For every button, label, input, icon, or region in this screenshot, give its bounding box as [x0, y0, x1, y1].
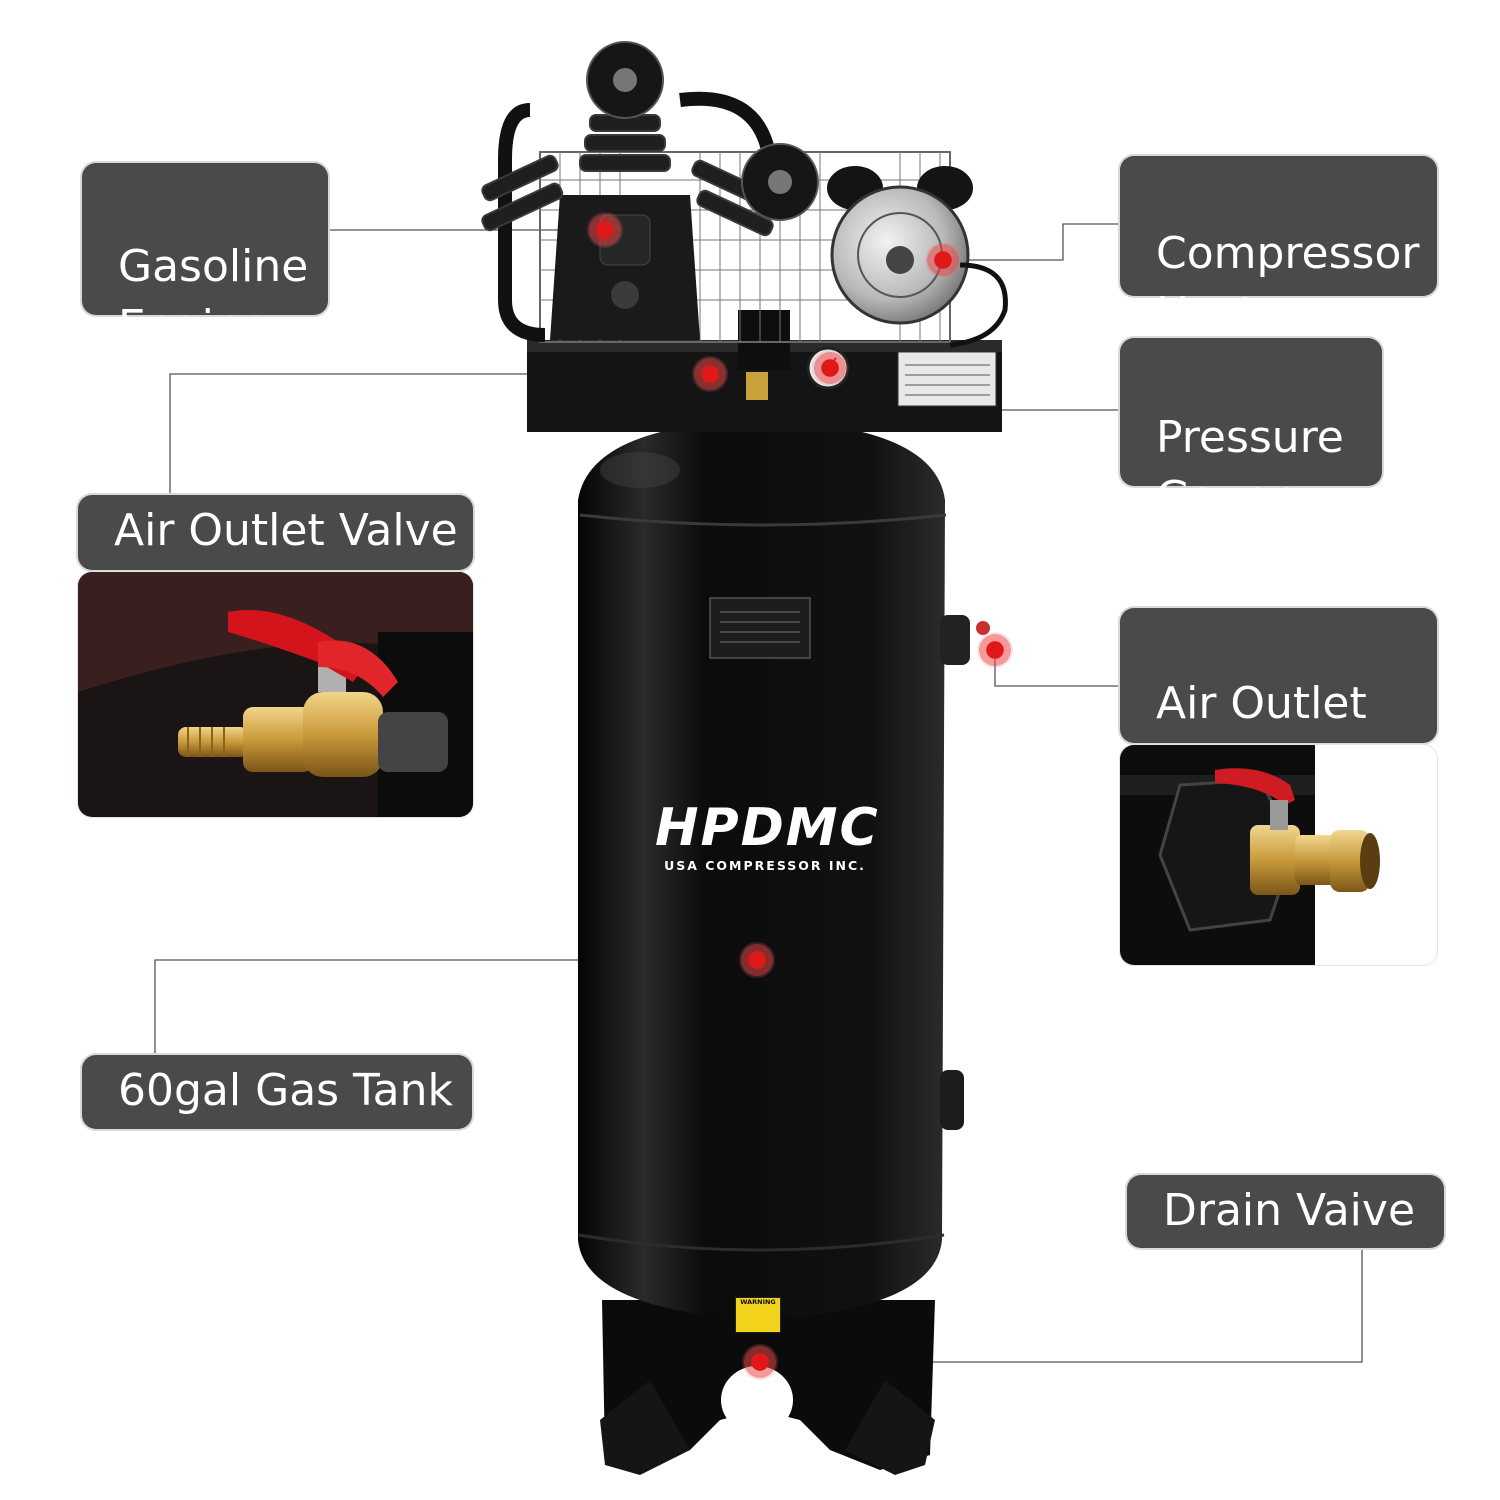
- brand-tagline: USA COMPRESSOR INC.: [664, 858, 866, 873]
- label-compressor-host: Compressor Host: [1120, 156, 1437, 339]
- detail-photo-air-outlet-valve-left: [78, 572, 473, 817]
- label-gas-tank: 60gal Gas Tank: [82, 1055, 472, 1129]
- label-pressure-gauge-text: Pressure Gauge: [1156, 412, 1344, 523]
- hotspot-compressor-host[interactable]: [925, 242, 961, 278]
- hotspot-drain-valve[interactable]: [742, 1344, 778, 1380]
- hotspot-air-outlet-valve-left[interactable]: [692, 356, 728, 392]
- warning-sticker-text: WARNING: [740, 1298, 776, 1306]
- label-air-outlet-valve-right: Air Outlet Valve: [1120, 608, 1437, 789]
- warning-sticker: WARNING: [735, 1297, 781, 1333]
- detail-photo-air-outlet-valve-right: [1120, 745, 1437, 965]
- label-gasoline-engine: Gasoline Engine: [82, 163, 328, 352]
- label-gasoline-engine-text: Gasoline Engine: [118, 241, 309, 352]
- brand-logo: HPDMC USA COMPRESSOR INC.: [655, 798, 880, 873]
- label-compressor-host-text: Compressor Host: [1156, 228, 1420, 339]
- hotspot-gasoline-engine[interactable]: [587, 212, 623, 248]
- label-air-outlet-valve-left: Air Outlet Valve: [78, 495, 473, 570]
- label-drain-valve: Drain Vaive: [1127, 1175, 1444, 1248]
- label-air-outlet-valve-left-text: Air Outlet Valve: [114, 505, 458, 556]
- label-pressure-gauge: Pressure Gauge: [1120, 338, 1382, 523]
- hotspot-gas-tank[interactable]: [739, 942, 775, 978]
- brand-logo-text: HPDMC: [655, 798, 880, 858]
- hotspot-pressure-gauge[interactable]: [812, 350, 848, 386]
- hotspot-air-outlet-valve-right[interactable]: [977, 632, 1013, 668]
- label-gas-tank-text: 60gal Gas Tank: [118, 1065, 453, 1116]
- label-drain-valve-text: Drain Vaive: [1163, 1185, 1416, 1236]
